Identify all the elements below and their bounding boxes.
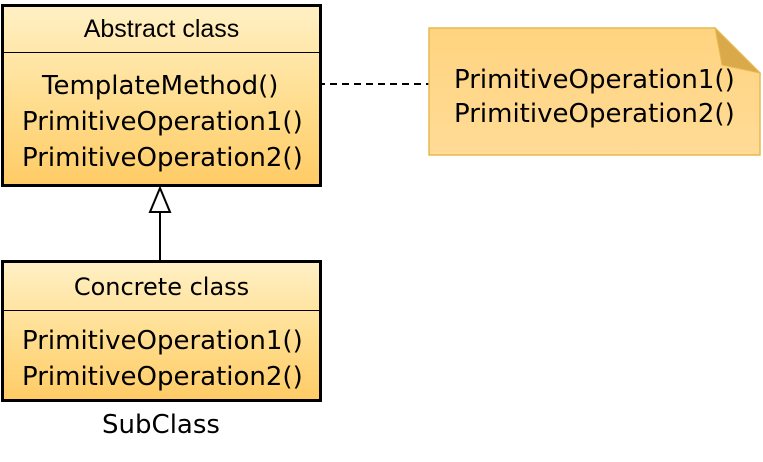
generalization-arrowhead bbox=[148, 185, 172, 213]
note-text: PrimitiveOperation1() PrimitiveOperation… bbox=[454, 63, 735, 131]
abstract-class-name: Abstract class bbox=[4, 7, 319, 53]
primitive-op-2: PrimitiveOperation2() bbox=[22, 143, 303, 173]
note-shape bbox=[428, 27, 761, 156]
concrete-class-box[interactable]: Concrete class PrimitiveOperation1() Pri… bbox=[1, 260, 322, 402]
primitive-op-1: PrimitiveOperation1() bbox=[22, 326, 303, 356]
abstract-class-box[interactable]: Abstract class TemplateMethod() Primitiv… bbox=[1, 4, 322, 187]
note-line-1: PrimitiveOperation1() bbox=[454, 65, 735, 95]
primitive-op-2: PrimitiveOperation2() bbox=[22, 362, 303, 392]
note-line-2: PrimitiveOperation2() bbox=[454, 99, 735, 129]
template-method-op: TemplateMethod() bbox=[42, 71, 279, 101]
concrete-class-name: Concrete class bbox=[4, 263, 319, 311]
primitive-op-1: PrimitiveOperation1() bbox=[22, 107, 303, 137]
abstract-class-operations: TemplateMethod() PrimitiveOperation1() P… bbox=[4, 53, 319, 176]
concrete-class-operations: PrimitiveOperation1() PrimitiveOperation… bbox=[4, 311, 319, 395]
note-box[interactable]: PrimitiveOperation1() PrimitiveOperation… bbox=[428, 27, 761, 156]
note-dogear bbox=[714, 27, 761, 74]
subclass-caption: SubClass bbox=[102, 410, 220, 440]
